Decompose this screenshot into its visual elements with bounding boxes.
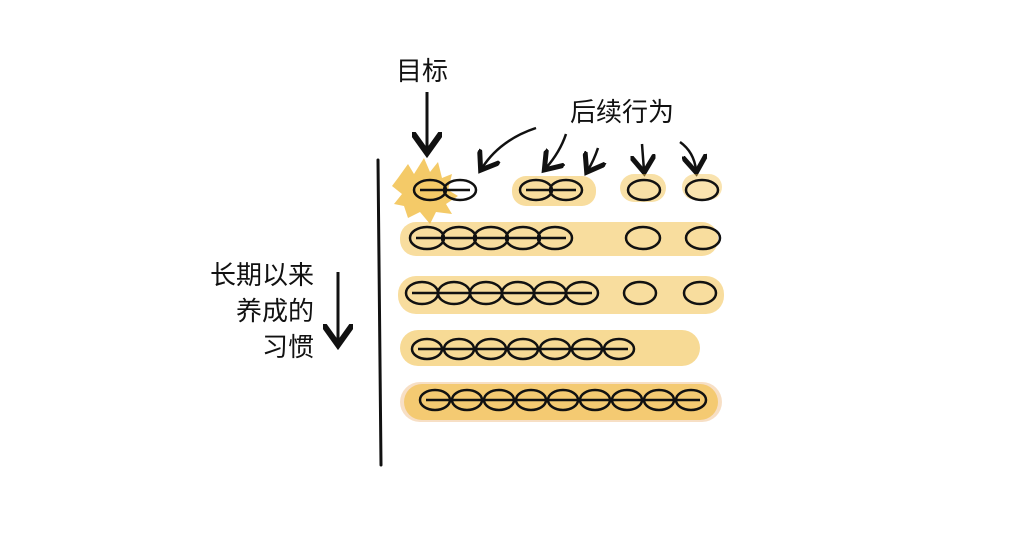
followup-arrow-1-icon bbox=[546, 133, 568, 168]
chain-links bbox=[404, 178, 722, 412]
followup-arrow-3-icon bbox=[642, 143, 644, 170]
followup-label: 后续行为 bbox=[570, 98, 675, 128]
vertical-axis-line bbox=[376, 158, 383, 467]
followup-arrow-curved-icon bbox=[482, 126, 537, 168]
row-1-highlight-c bbox=[682, 174, 722, 200]
row-3-highlight bbox=[398, 276, 724, 314]
row-1-link bbox=[684, 178, 720, 202]
row-3-link bbox=[622, 280, 658, 306]
followup-arrow-4-icon bbox=[679, 140, 696, 170]
row-3-link bbox=[682, 280, 718, 306]
habits-label-line-1: 长期以来 bbox=[209, 261, 314, 291]
habits-label-line-2: 养成的 bbox=[235, 297, 314, 327]
followup-arrow-2-icon bbox=[588, 147, 598, 170]
habits-label: 长期以来 养成的 习惯 bbox=[200, 258, 314, 366]
goal-label: 目标 bbox=[396, 57, 449, 87]
row-1-link bbox=[626, 178, 662, 202]
row-2-link bbox=[684, 225, 722, 251]
habits-label-line-3: 习惯 bbox=[261, 333, 314, 363]
row-2-link bbox=[624, 225, 662, 251]
